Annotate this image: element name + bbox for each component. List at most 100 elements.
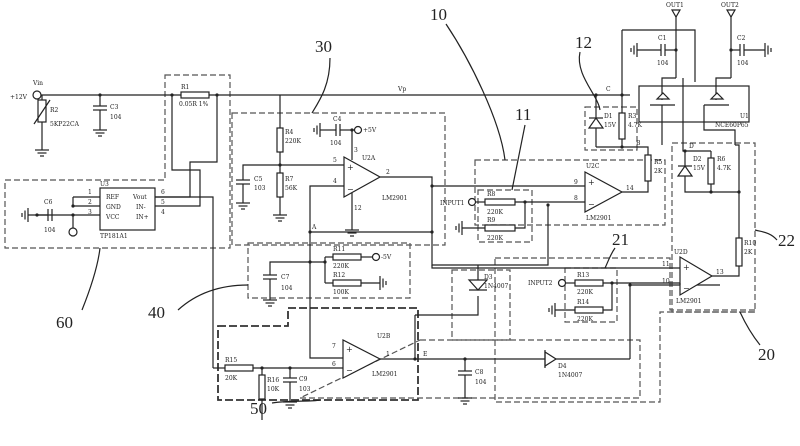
- u3-pin2: 2: [88, 199, 92, 206]
- leader-11: [512, 125, 525, 190]
- resistors-r13-r14: R13 220K R14 220K: [549, 272, 680, 323]
- out1-terminal[interactable]: [672, 10, 680, 17]
- u2d-part: LM2901: [676, 298, 701, 305]
- input2-terminal[interactable]: [559, 280, 566, 287]
- zener-d1: D1 15V: [589, 95, 617, 147]
- u3-part: TP181A1: [100, 233, 128, 240]
- u2c-part: LM2901: [586, 215, 611, 222]
- net-d-label: D: [689, 143, 694, 150]
- divider-r4-r7: R4 220K R7 56K: [273, 95, 301, 221]
- capacitor-c2: C2 104: [729, 35, 771, 67]
- c4-value: 104: [330, 140, 342, 147]
- d3-to-r8-node: [470, 205, 548, 265]
- r8-ref: R8: [487, 191, 496, 198]
- u3-pin-ref: REF: [106, 194, 119, 201]
- u2a-pin3: 3: [354, 147, 358, 154]
- r6-ref: R6: [717, 156, 726, 163]
- d2-value: 15V: [693, 165, 706, 172]
- leader-10: [446, 24, 505, 160]
- minus5v-terminal: [373, 254, 380, 261]
- u3-plus5v-terminal: [69, 228, 77, 236]
- leader-60: [82, 248, 100, 310]
- r10-ref: R10: [744, 240, 756, 247]
- r11-value: 220K: [333, 263, 349, 270]
- capacitor-c1: C1 104: [631, 35, 678, 67]
- comparator-u2c: +− U2C LM2901 9 8 14: [574, 163, 648, 222]
- resistor-r15: [225, 365, 253, 371]
- u3-pin-inp: IN+: [136, 214, 149, 221]
- c9-ref: C9: [299, 376, 308, 383]
- leader-30: [312, 58, 330, 113]
- r16-ref: R16: [267, 377, 279, 384]
- minus5v-label: -5V: [381, 254, 392, 261]
- r5-value: 2K: [654, 168, 663, 175]
- r13-ref: R13: [577, 272, 589, 279]
- r3-value: 4.7K: [628, 122, 643, 129]
- u3-pin-inm: IN-: [136, 204, 146, 211]
- net-d-wire: [683, 145, 711, 151]
- c3-value: 104: [110, 114, 122, 121]
- d4-ref: D4: [558, 363, 567, 370]
- net-b-label: B: [636, 140, 641, 147]
- r1-ref: R1: [181, 84, 189, 91]
- svg-text:+: +: [683, 263, 690, 272]
- u2b-pin6: 6: [332, 361, 336, 368]
- r9-ref: R9: [487, 217, 496, 224]
- numeral-22: 22: [778, 231, 795, 250]
- numeral-50: 50: [250, 399, 267, 418]
- c1-ref: C1: [658, 35, 666, 42]
- capacitor-c8: C8 104: [458, 357, 487, 404]
- numeral-12: 12: [575, 33, 592, 52]
- svg-text:+: +: [346, 345, 353, 354]
- d3-ref: D3: [484, 274, 493, 281]
- r3-ref: R3: [628, 113, 637, 120]
- resistor-r3: R3 4.7K B: [596, 30, 648, 155]
- u2c-ref: U2C: [586, 163, 600, 170]
- capacitor-c4: +5V C4 104: [314, 116, 377, 160]
- leader-22: [755, 230, 777, 240]
- varistor-r2: R2 5KP22CA: [34, 95, 80, 156]
- net-e-label: E: [423, 351, 427, 358]
- numeral-40: 40: [148, 303, 165, 322]
- svg-text:−: −: [588, 200, 595, 209]
- c6-value: 104: [44, 227, 56, 234]
- c1-value: 104: [657, 60, 669, 67]
- r15-value: 20K: [225, 375, 238, 382]
- r10-value: 2K: [744, 249, 753, 256]
- u3-pin4: 4: [161, 209, 165, 216]
- r4-ref: R4: [285, 129, 294, 136]
- c4-ref: C4: [333, 116, 342, 123]
- resistor-r5: R5 2K: [645, 155, 663, 181]
- block-30-outline: [232, 113, 445, 245]
- u3-pin-vcc: VCC: [105, 214, 120, 221]
- r11-ref: R11: [333, 246, 345, 253]
- input1-terminal[interactable]: [469, 199, 476, 206]
- capacitor-c3: C3 104: [93, 93, 122, 136]
- u3-pin-vout: Vout: [132, 194, 147, 201]
- c2-ref: C2: [737, 35, 746, 42]
- r14-ref: R14: [577, 299, 589, 306]
- plus5v-label: +5V: [363, 127, 377, 134]
- input1-label: INPUT1: [440, 200, 464, 207]
- input2-label: INPUT2: [528, 280, 553, 287]
- u3-pin-gnd: GND: [106, 204, 121, 211]
- u3-pin5: 5: [161, 199, 165, 206]
- diode-d3: D3 1N4007: [469, 265, 509, 290]
- d1-value: 15V: [604, 122, 617, 129]
- out2-terminal[interactable]: [727, 10, 735, 17]
- numeral-10: 10: [430, 5, 447, 24]
- r5-ref: R5: [654, 159, 663, 166]
- r7-value: 56K: [285, 185, 298, 192]
- c8-value: 104: [475, 379, 487, 386]
- c5-value: 103: [254, 185, 266, 192]
- numeral-30: 30: [315, 37, 332, 56]
- c8-ref: C8: [475, 369, 484, 376]
- r2-value: 5KP22CA: [50, 121, 80, 128]
- net-c-label: C: [606, 86, 611, 93]
- u2c-pin14: 14: [626, 185, 634, 192]
- u3-pin6: 6: [161, 189, 165, 196]
- u2d-ref: U2D: [674, 249, 688, 256]
- u2a-plus5v-terminal: [355, 127, 362, 134]
- net-a-label: A: [311, 224, 317, 231]
